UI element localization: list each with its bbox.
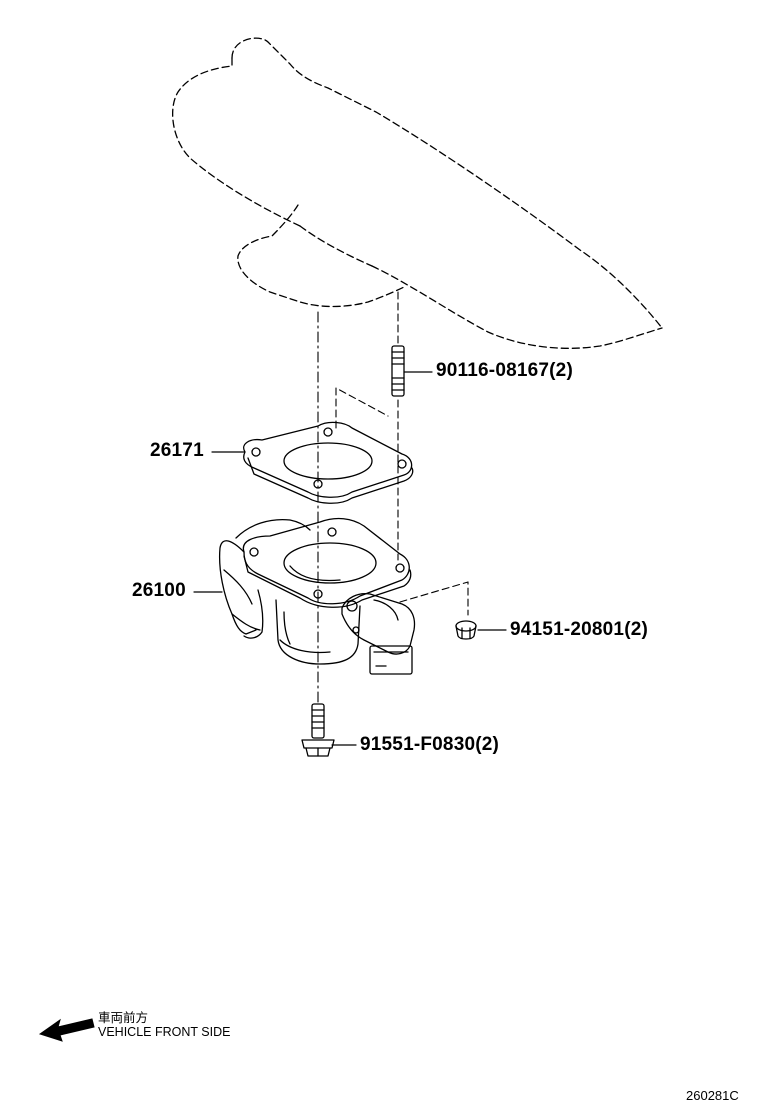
assembly-guide-lines bbox=[335, 387, 469, 616]
callout-gasket: 26171 bbox=[150, 440, 204, 461]
callout-nut: 94151-20801(2) bbox=[510, 619, 649, 640]
legend-en-label: VEHICLE FRONT SIDE bbox=[98, 1025, 231, 1039]
throttle-body bbox=[218, 517, 416, 675]
arrow-left-icon bbox=[38, 1018, 95, 1042]
callout-throttle-body: 26100 bbox=[132, 580, 186, 601]
drawing-number: 260281C bbox=[686, 1088, 739, 1103]
flange-nut bbox=[455, 620, 477, 640]
leader-lines bbox=[193, 371, 507, 746]
gasket bbox=[243, 421, 414, 504]
callout-flange-bolt: 91551-F0830(2) bbox=[360, 734, 500, 755]
intake-manifold-outline bbox=[172, 37, 663, 349]
stud-bolt bbox=[391, 345, 405, 397]
legend-jp-label: 車両前方 bbox=[98, 1011, 149, 1025]
callout-stud-bolt: 90116-08167(2) bbox=[436, 360, 573, 381]
flange-bolt bbox=[301, 703, 335, 757]
